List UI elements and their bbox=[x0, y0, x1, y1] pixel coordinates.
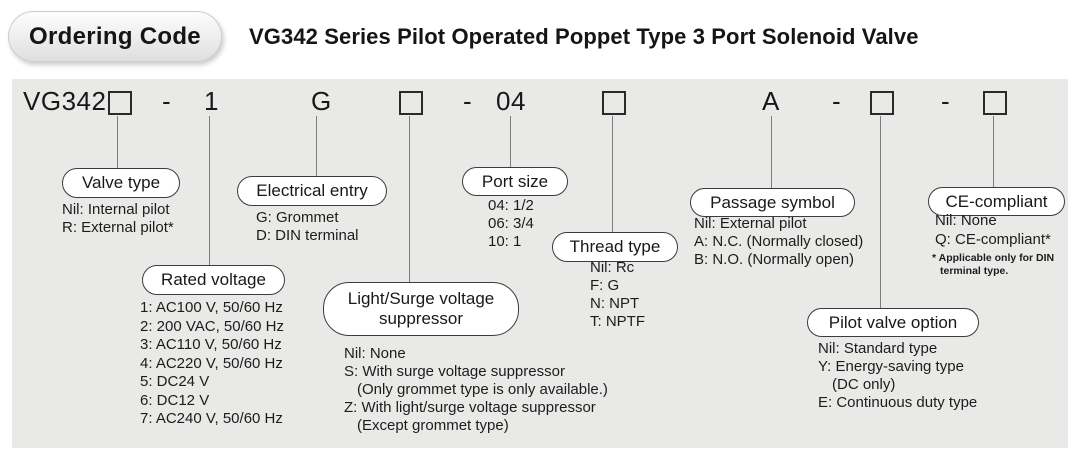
pilot-valve-option-option: Nil: Standard type bbox=[818, 340, 938, 357]
ce-compliant-option-box bbox=[983, 91, 1007, 115]
thread-type-option: F: G bbox=[590, 277, 620, 294]
passage-symbol-option: A: N.C. (Normally closed) bbox=[694, 233, 864, 250]
ce-compliant-footnote-line: * Applicable only for DIN bbox=[932, 252, 1055, 264]
pilot-valve-option-option: Y: Energy-saving type bbox=[818, 358, 964, 375]
pilot-valve-option-options: Nil: Standard type Y: Energy-saving type… bbox=[818, 340, 977, 412]
ce-compliant-label-pill: CE-compliant bbox=[928, 187, 1065, 216]
electrical-entry-option: G: Grommet bbox=[256, 209, 339, 226]
electrical-entry-label-pill: Electrical entry bbox=[237, 176, 387, 206]
rated-voltage-option: 1: AC100 V, 50/60 Hz bbox=[140, 299, 283, 316]
rated-voltage-label-pill: Rated voltage bbox=[142, 265, 285, 295]
valve-type-options: Nil: Internal pilot R: External pilot* bbox=[62, 201, 174, 237]
thread-type-option: T: NPTF bbox=[590, 313, 645, 330]
ordering-code-badge: Ordering Code bbox=[8, 11, 222, 62]
passage-symbol-option: B: N.O. (Normally open) bbox=[694, 251, 855, 268]
light-surge-option-note: (Except grommet type) bbox=[357, 417, 509, 434]
port-size-options: 04: 1/2 06: 3/4 10: 1 bbox=[488, 197, 534, 251]
thread-type-option: Nil: Rc bbox=[590, 259, 635, 276]
valve-type-option-box bbox=[108, 91, 132, 115]
ordering-code-panel bbox=[12, 79, 1068, 448]
rated-voltage-option: 4: AC220 V, 50/60 Hz bbox=[140, 354, 283, 372]
code-passage-symbol: A bbox=[762, 86, 780, 116]
port-size-label-pill: Port size bbox=[462, 167, 568, 196]
connector-pilot-valve-option bbox=[880, 116, 881, 308]
connector-rated-voltage bbox=[209, 116, 210, 265]
light-surge-options: Nil: None S: With surge voltage suppress… bbox=[344, 345, 608, 435]
valve-type-option: R: External pilot* bbox=[62, 219, 174, 236]
connector-light-surge bbox=[409, 116, 410, 282]
ce-compliant-options: Nil: None Q: CE-compliant* bbox=[935, 211, 1051, 249]
light-surge-option: Nil: None bbox=[344, 345, 406, 362]
connector-passage-symbol bbox=[771, 116, 772, 188]
rated-voltage-option: 3: AC110 V, 50/60 Hz bbox=[140, 336, 282, 353]
thread-type-label-pill: Thread type bbox=[552, 232, 678, 262]
rated-voltage-options: 1: AC100 V, 50/60 Hz 2: 200 VAC, 50/60 H… bbox=[140, 299, 284, 429]
connector-electrical-entry bbox=[316, 116, 317, 176]
pilot-valve-option-label-pill: Pilot valve option bbox=[807, 308, 979, 337]
light-surge-option: S: With surge voltage suppressor bbox=[344, 363, 565, 380]
passage-symbol-label-pill: Passage symbol bbox=[690, 188, 855, 217]
thread-type-option-box bbox=[602, 91, 626, 115]
ce-compliant-option: Nil: None bbox=[935, 212, 997, 229]
rated-voltage-option: 5: DC24 V bbox=[140, 373, 210, 390]
code-dash-3: - bbox=[832, 86, 842, 116]
code-port-size: 04 bbox=[496, 86, 526, 116]
pilot-valve-option-box bbox=[870, 91, 894, 115]
electrical-entry-options: G: Grommet D: DIN terminal bbox=[256, 209, 359, 245]
code-rated-voltage: 1 bbox=[204, 86, 219, 116]
connector-port-size bbox=[510, 116, 511, 167]
code-dash-1: - bbox=[162, 86, 172, 116]
thread-type-options: Nil: Rc F: G N: NPT T: NPTF bbox=[590, 259, 645, 331]
ce-compliant-footnote-line: terminal type. bbox=[940, 264, 1009, 277]
rated-voltage-option: 2: 200 VAC, 50/60 Hz bbox=[140, 317, 284, 335]
code-dash-4: - bbox=[941, 86, 951, 116]
passage-symbol-option: Nil: External pilot bbox=[694, 215, 807, 232]
port-size-option: 04: 1/2 bbox=[488, 197, 534, 214]
valve-type-label-pill: Valve type bbox=[62, 168, 180, 198]
valve-type-option: Nil: Internal pilot bbox=[62, 201, 170, 218]
light-surge-label-pill: Light/Surge voltage suppressor bbox=[323, 282, 519, 336]
page-title: VG342 Series Pilot Operated Poppet Type … bbox=[249, 24, 919, 49]
port-size-option: 10: 1 bbox=[488, 233, 522, 250]
ce-compliant-footnote: * Applicable only for DIN terminal type. bbox=[932, 252, 1054, 277]
connector-valve-type bbox=[117, 116, 118, 168]
light-surge-option-box bbox=[399, 91, 423, 115]
thread-type-option: N: NPT bbox=[590, 295, 640, 312]
connector-ce-compliant bbox=[993, 116, 994, 187]
code-dash-2: - bbox=[463, 86, 473, 116]
pilot-valve-option-note: (DC only) bbox=[832, 376, 896, 393]
passage-symbol-options: Nil: External pilot A: N.C. (Normally cl… bbox=[694, 215, 863, 269]
rated-voltage-option: 6: DC12 V bbox=[140, 391, 210, 409]
light-surge-option: Z: With light/surge voltage suppressor bbox=[344, 399, 596, 416]
code-prefix: VG342 bbox=[23, 86, 107, 116]
code-electrical-entry: G bbox=[311, 86, 332, 116]
rated-voltage-option: 7: AC240 V, 50/60 Hz bbox=[140, 410, 283, 427]
ordering-code-badge-label: Ordering Code bbox=[29, 22, 201, 50]
light-surge-option-note: (Only grommet type is only available.) bbox=[357, 381, 608, 398]
port-size-option: 06: 3/4 bbox=[488, 215, 534, 232]
pilot-valve-option-option: E: Continuous duty type bbox=[818, 394, 978, 411]
ce-compliant-option: Q: CE-compliant* bbox=[935, 231, 1051, 248]
connector-thread-type bbox=[612, 116, 613, 232]
electrical-entry-option: D: DIN terminal bbox=[256, 227, 359, 244]
